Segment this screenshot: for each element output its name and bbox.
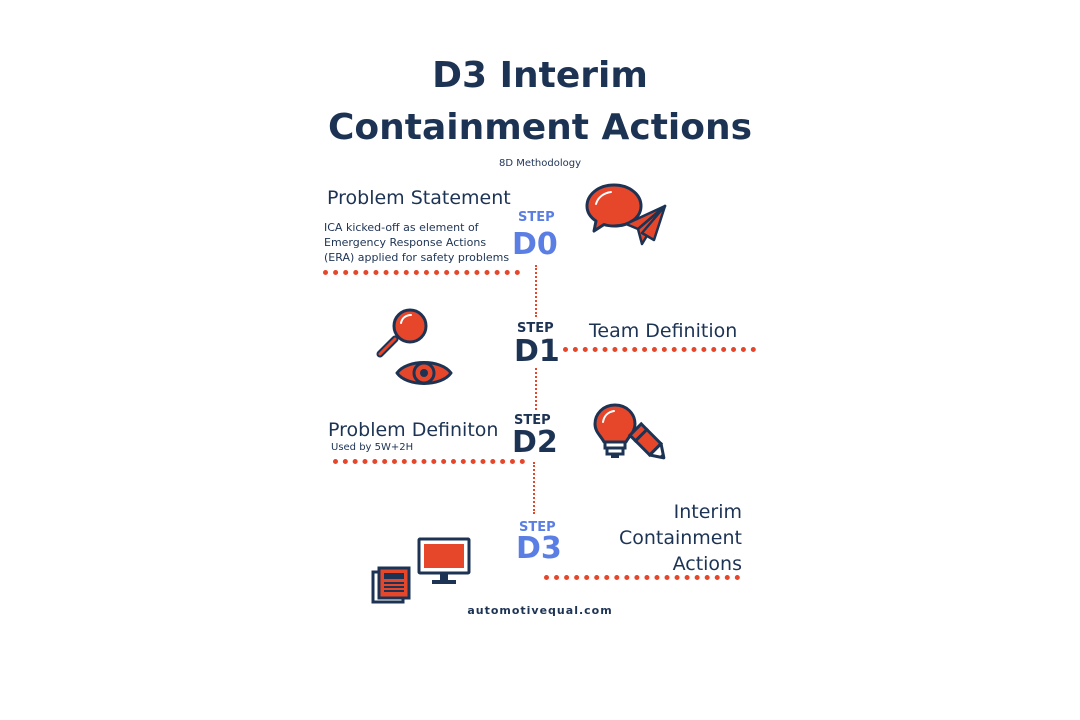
step-d0-code: D0 [512, 227, 558, 262]
step-d2-divider [333, 459, 525, 464]
monitor-icon [417, 537, 471, 584]
eye-icon [395, 361, 453, 385]
newspaper-icon [371, 566, 411, 604]
speech-bubble-icon [585, 183, 643, 233]
step-d2-label: STEP [514, 413, 551, 428]
step-d3-heading: Interim Containment Actions [618, 501, 742, 575]
pencil-icon [627, 421, 666, 460]
step-d2-heading: Problem Definiton [328, 419, 499, 441]
connector-d0-d1 [535, 265, 537, 317]
step-d0-heading: Problem Statement [327, 187, 511, 209]
step-d2-description: Used by 5W+2H [331, 442, 414, 453]
step-d1-code: D1 [514, 334, 560, 369]
paper-plane-icon [624, 204, 667, 246]
page-title-line-2: Containment Actions [327, 107, 753, 148]
magnifier-icon [376, 308, 428, 358]
step-d3-divider [544, 575, 740, 580]
step-d1-heading: Team Definition [589, 320, 738, 342]
connector-d1-d2 [535, 368, 537, 410]
step-d0-label: STEP [518, 210, 555, 225]
step-d1-divider [563, 347, 756, 352]
page-subtitle: 8D Methodology [498, 158, 582, 169]
step-d3-code: D3 [516, 531, 562, 566]
page-title-line-1: D3 Interim [432, 55, 648, 96]
step-d2-code: D2 [512, 425, 558, 460]
step-d3-label: STEP [519, 520, 556, 535]
connector-d2-d3 [533, 462, 535, 514]
step-d1-label: STEP [517, 321, 554, 336]
step-d0-description: ICA kicked-off as element of Emergency R… [324, 221, 510, 264]
step-d0-divider [323, 270, 520, 275]
lightbulb-icon [593, 403, 637, 458]
footer-site: automotivequal.com [467, 604, 613, 617]
